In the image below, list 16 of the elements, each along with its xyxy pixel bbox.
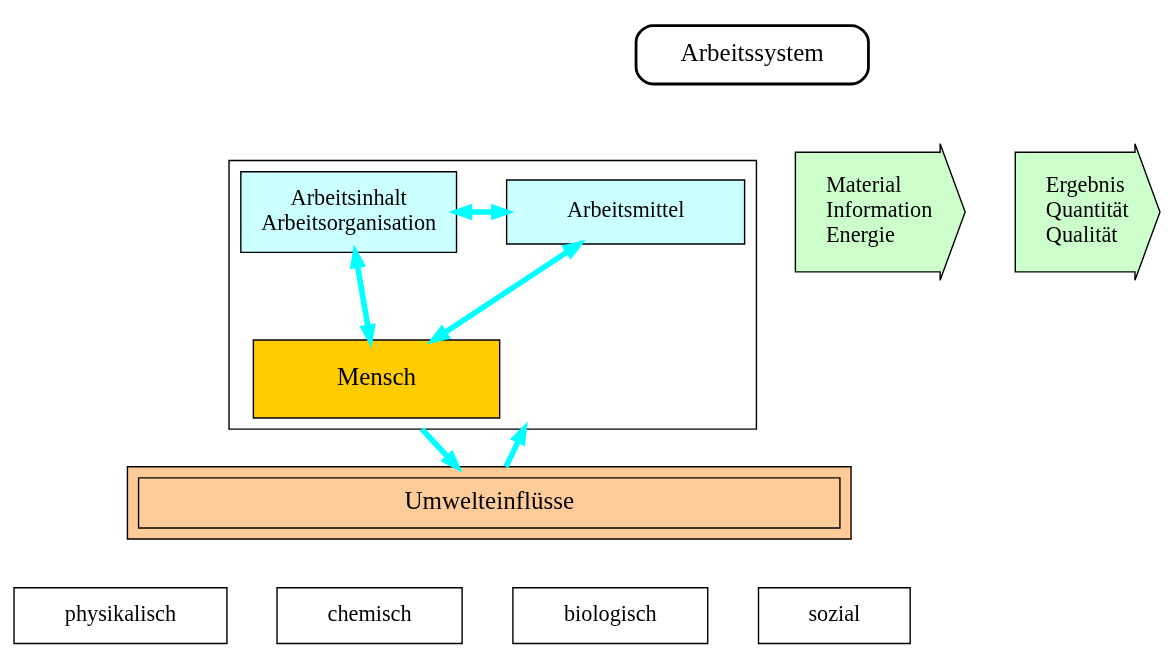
node-box: Arbeitssystem (634, 24, 870, 86)
node-box: physikalisch (13, 587, 228, 645)
arrow (426, 239, 586, 345)
arrow (503, 421, 528, 468)
node-box: chemisch (276, 587, 463, 645)
node-box: Mensch (252, 339, 501, 419)
cluster (126, 466, 852, 540)
arrow (419, 427, 463, 473)
arrow (349, 244, 376, 349)
node-box: Umwelteinflüsse (137, 477, 841, 529)
node-box: Arbeitsinhalt Arbeitsorganisation (240, 171, 458, 254)
node-box: sozial (757, 587, 911, 645)
node-box: Arbeitsmittel (505, 179, 746, 245)
node-box: biologisch (512, 587, 709, 645)
arrow (448, 203, 515, 221)
cluster (228, 159, 758, 430)
